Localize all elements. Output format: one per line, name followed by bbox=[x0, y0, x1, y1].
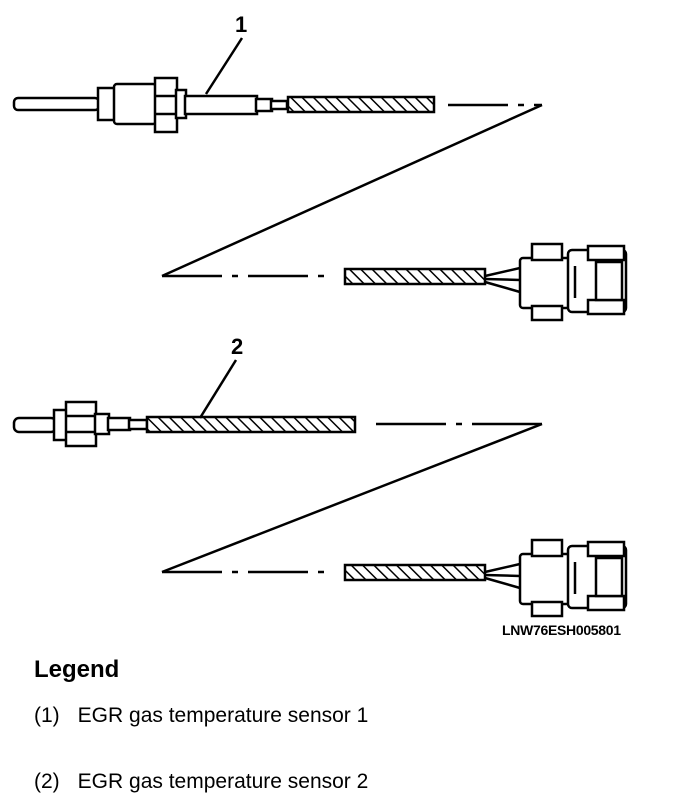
sensor-1-sheath bbox=[183, 94, 259, 116]
sensor-diagram bbox=[12, 37, 628, 618]
sensor-2-connector-assembly bbox=[343, 538, 628, 618]
sensor-1 bbox=[12, 76, 436, 134]
legend-item-1-text: EGR gas temperature sensor 1 bbox=[77, 704, 369, 727]
callout-1-label: 1 bbox=[235, 12, 248, 37]
legend-item-1-number: (1) bbox=[34, 704, 60, 727]
legend-item-1: (1) EGR gas temperature sensor 1 bbox=[34, 704, 368, 728]
sensor-1-nut bbox=[153, 76, 179, 134]
sensor-1-connector-assembly bbox=[343, 242, 628, 322]
legend-title: Legend bbox=[34, 656, 120, 683]
sensor-2-nut bbox=[64, 400, 98, 448]
sensor-2-cable-end bbox=[343, 563, 487, 582]
sensor-1-body bbox=[112, 82, 158, 126]
sensor-1-cable bbox=[286, 95, 436, 114]
sensor-1-break-line bbox=[161, 103, 543, 278]
legend-item-2: (2) EGR gas temperature sensor 2 bbox=[34, 770, 368, 794]
sensor-2 bbox=[12, 400, 357, 448]
sensor-1-connector bbox=[518, 242, 628, 322]
sensor-1-cable-end bbox=[343, 267, 487, 286]
sensor-2-break-line bbox=[161, 422, 543, 574]
callout-2-leader bbox=[198, 359, 238, 419]
sensor-2-cable bbox=[145, 415, 357, 434]
figure-id: LNW76ESH005801 bbox=[502, 622, 621, 638]
legend-item-2-text: EGR gas temperature sensor 2 bbox=[77, 770, 369, 793]
callout-2-label: 2 bbox=[231, 334, 244, 359]
sensor-2-connector bbox=[518, 538, 628, 618]
sensor-1-probe bbox=[12, 96, 101, 112]
sensor-2-probe bbox=[12, 416, 58, 434]
legend-item-2-number: (2) bbox=[34, 770, 60, 793]
callout-1-leader bbox=[204, 37, 244, 95]
